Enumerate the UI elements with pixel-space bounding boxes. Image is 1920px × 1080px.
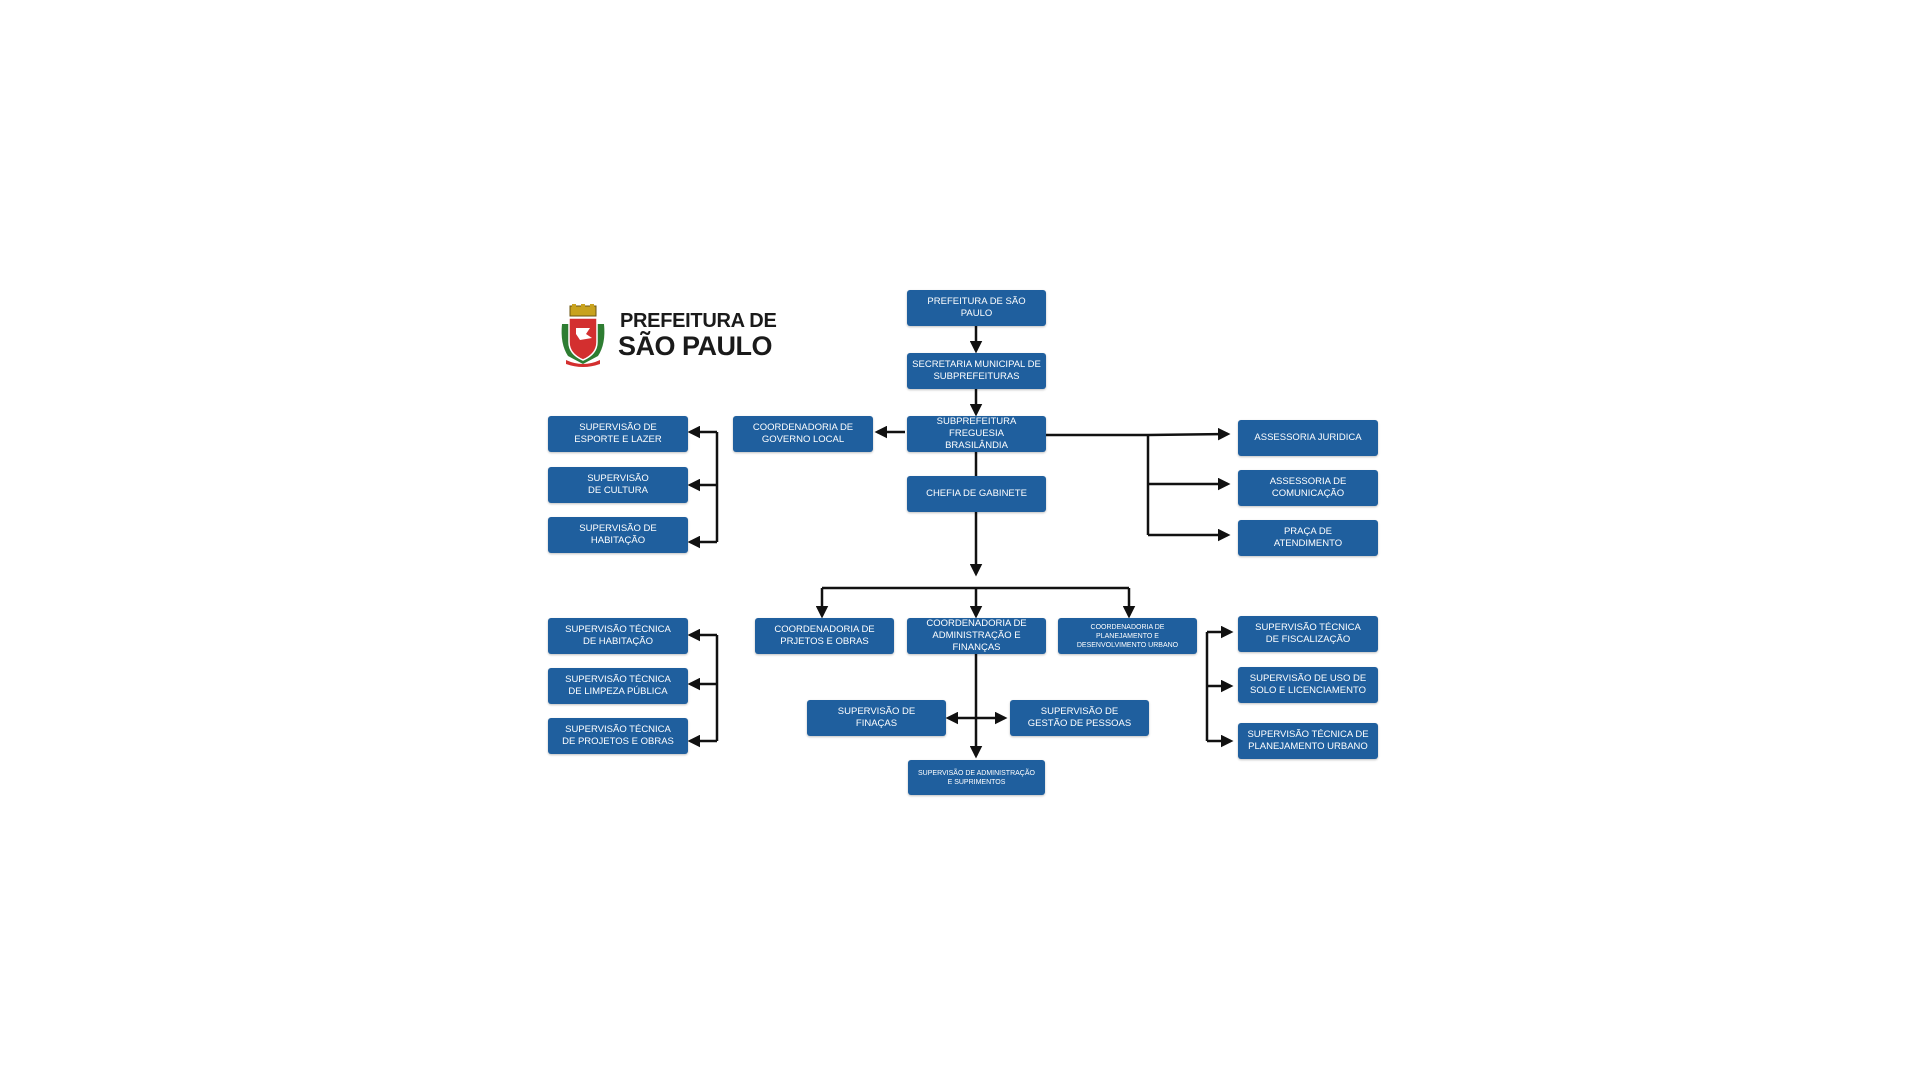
box-sup-cultura: SUPERVISÃO DE CULTURA xyxy=(548,467,688,503)
box-subprefeitura: SUBPREFEITURA FREGUESIA BRASILÂNDIA xyxy=(907,416,1046,452)
logo-line-1: PREFEITURA DE xyxy=(620,310,777,332)
box-prefeitura: PREFEITURA DE SÃO PAULO xyxy=(907,290,1046,326)
box-sup-admin: SUPERVISÃO DE ADMINISTRAÇÃO E SUPRIMENTO… xyxy=(908,760,1045,795)
box-chefia: CHEFIA DE GABINETE xyxy=(907,476,1046,512)
box-praca: PRAÇA DE ATENDIMENTO xyxy=(1238,520,1378,556)
box-sup-gestao: SUPERVISÃO DE GESTÃO DE PESSOAS xyxy=(1010,700,1149,736)
logo-line-2: SÃO PAULO xyxy=(618,331,773,361)
box-coord-admin: COORDENADORIA DE ADMINISTRAÇÃO E FINANÇA… xyxy=(907,618,1046,654)
box-coord-planejamento: COORDENADORIA DE PLANEJAMENTO E DESENVOL… xyxy=(1058,618,1197,654)
box-sup-uso-solo: SUPERVISÃO DE USO DE SOLO E LICENCIAMENT… xyxy=(1238,667,1378,703)
box-assessoria-comunicacao: ASSESSORIA DE COMUNICAÇÃO xyxy=(1238,470,1378,506)
box-coord-projetos: COORDENADORIA DE PRJETOS E OBRAS xyxy=(755,618,894,654)
prefeitura-logo: PREFEITURA DE SÃO PAULO xyxy=(558,304,777,368)
box-sup-tec-limpeza: SUPERVISÃO TÉCNICA DE LIMPEZA PÚBLICA xyxy=(548,668,688,704)
box-coord-governo: COORDENADORIA DE GOVERNO LOCAL xyxy=(733,416,873,452)
coat-of-arms-icon xyxy=(561,304,605,367)
box-assessoria-juridica: ASSESSORIA JURIDICA xyxy=(1238,420,1378,456)
box-sup-tec-planejamento: SUPERVISÃO TÉCNICA DE PLANEJAMENTO URBAN… xyxy=(1238,723,1378,759)
box-sup-habitacao: SUPERVISÃO DE HABITAÇÃO xyxy=(548,517,688,553)
box-sup-tec-habitacao: SUPERVISÃO TÉCNICA DE HABITAÇÃO xyxy=(548,618,688,654)
box-sup-tec-projetos: SUPERVISÃO TÉCNICA DE PROJETOS E OBRAS xyxy=(548,718,688,754)
arrow-to-juridica xyxy=(1147,427,1231,441)
box-sup-esporte: SUPERVISÃO DE ESPORTE E LAZER xyxy=(548,416,688,452)
box-secretaria: SECRETARIA MUNICIPAL DE SUBPREFEITURAS xyxy=(907,353,1046,389)
box-sup-financas: SUPERVISÃO DE FINAÇAS xyxy=(807,700,946,736)
box-sup-tec-fiscalizacao: SUPERVISÃO TÉCNICA DE FISCALIZAÇÃO xyxy=(1238,616,1378,652)
